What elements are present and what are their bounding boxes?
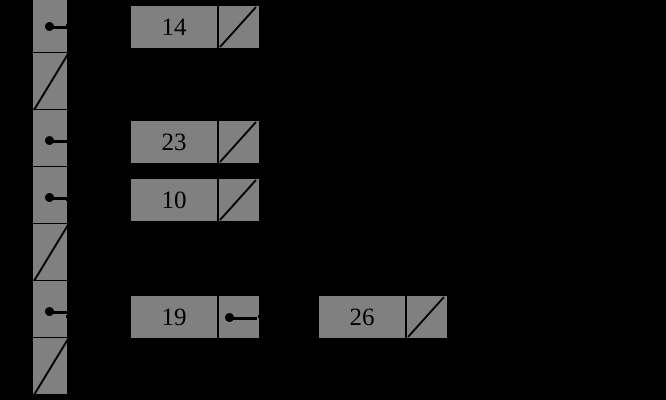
arrow-bucket-5-to-node-19: [66, 311, 125, 322]
bucket-3-pointer-line: [49, 196, 71, 200]
list-node-10[interactable]: 10: [130, 178, 260, 222]
bucket-6-null-slash-icon: [33, 338, 67, 394]
list-node-19-value: 19: [131, 296, 219, 338]
list-node-26-value: 26: [319, 296, 407, 338]
bucket-slot-5[interactable]: [32, 280, 71, 338]
list-node-14-null-slash-icon: [219, 6, 259, 48]
bucket-slot-4[interactable]: [32, 223, 68, 281]
list-node-23-next-cell: [219, 121, 259, 163]
arrow-node-19-to-node-26: [258, 311, 314, 322]
bucket-slot-2[interactable]: [32, 109, 71, 167]
list-node-23-null-slash-icon: [219, 121, 259, 163]
bucket-5-pointer-dot: [45, 307, 54, 316]
bucket-0-pointer-line: [49, 25, 71, 29]
bucket-5-pointer-line: [49, 310, 71, 314]
bucket-slot-1[interactable]: [32, 52, 68, 110]
list-node-19-next-cell: [219, 296, 259, 338]
arrow-bucket-2-to-node-23: [66, 136, 125, 147]
list-node-19[interactable]: 19: [130, 295, 260, 339]
list-node-26-next-cell: [407, 296, 447, 338]
list-node-23-value: 23: [131, 121, 219, 163]
list-node-23[interactable]: 23: [130, 120, 260, 164]
list-node-26[interactable]: 26: [318, 295, 448, 339]
bucket-slot-3[interactable]: [32, 166, 71, 224]
bucket-4-null-slash-icon: [33, 224, 67, 280]
list-node-19-next-line: [229, 316, 257, 320]
list-node-26-null-slash-icon: [407, 296, 447, 338]
list-node-14-next-cell: [219, 6, 259, 48]
arrow-bucket-0-to-node-14: [66, 20, 125, 31]
list-node-14[interactable]: 14: [130, 5, 260, 49]
bucket-slot-6[interactable]: [32, 337, 68, 395]
bucket-slot-0[interactable]: [32, 0, 71, 53]
bucket-2-pointer-line: [49, 139, 71, 143]
bucket-3-pointer-dot: [45, 193, 54, 202]
list-node-10-next-cell: [219, 179, 259, 221]
arrow-bucket-3-to-node-10: [66, 194, 125, 205]
list-node-14-value: 14: [131, 6, 219, 48]
list-node-19-next-dot: [225, 313, 234, 322]
list-node-10-value: 10: [131, 179, 219, 221]
hash-bucket-array: [32, 0, 71, 395]
list-node-10-null-slash-icon: [219, 179, 259, 221]
bucket-2-pointer-dot: [45, 136, 54, 145]
bucket-1-null-slash-icon: [33, 53, 67, 109]
bucket-0-pointer-dot: [45, 22, 54, 31]
